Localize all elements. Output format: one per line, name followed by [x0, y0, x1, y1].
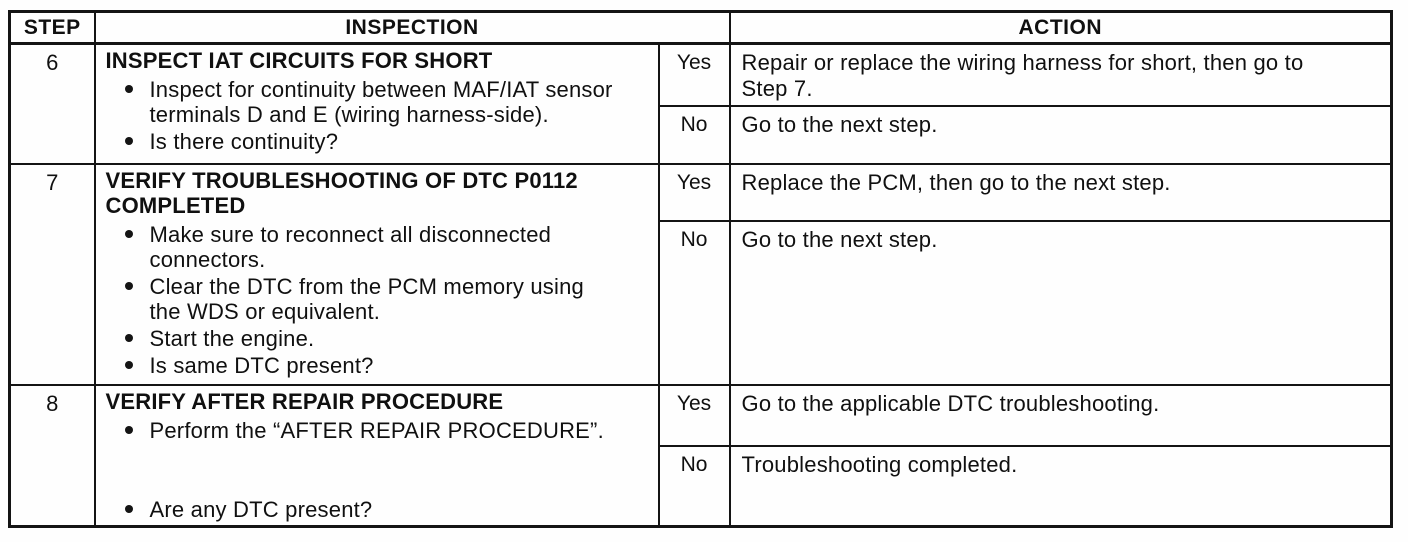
table-row: 7 VERIFY TROUBLESHOOTING OF DTC P0112 CO… [8, 162, 1393, 386]
action-no-cell: Go to the next step. [728, 104, 1393, 165]
troubleshooting-table: STEP INSPECTION ACTION 6 INSPECT IAT CIR… [8, 10, 1394, 528]
bullet-icon [124, 85, 133, 93]
bullet-text: Is same DTC present? [149, 352, 374, 378]
table-row: No Troubleshooting completed. [10, 444, 1393, 528]
inspection-cell: VERIFY AFTER REPAIR PROCEDURE Perform th… [93, 383, 660, 528]
table-row: No Go to the next step. [10, 219, 1393, 386]
bullet-item: Make sure to reconnect all disconnected … [106, 222, 652, 272]
bullet-item: Inspect for continuity between MAF/IAT s… [106, 77, 652, 127]
inspection-title: INSPECT IAT CIRCUITS FOR SHORT [105, 48, 493, 73]
bullet-text: Inspect for continuity between MAF/IAT s… [149, 77, 613, 127]
yes-cell: Yes [657, 42, 731, 107]
step-number: 6 [8, 42, 96, 165]
table-row: No Go to the next step. [10, 104, 1393, 165]
inspection-column-header: INSPECTION [93, 10, 731, 45]
bullet-text: Clear the DTC from the PCM memory using … [149, 273, 584, 324]
bullet-item: Start the engine. [106, 326, 652, 351]
bullet-icon [124, 504, 133, 513]
bullet-text: Start the engine. [149, 325, 315, 351]
action-no-cell: Troubleshooting completed. [728, 444, 1393, 528]
bullet-text: Are any DTC present? [149, 496, 373, 522]
action-yes-cell: Repair or replace the wiring harness for… [728, 42, 1393, 107]
action-column-header: ACTION [728, 10, 1393, 45]
bullet-text: Make sure to reconnect all disconnected … [149, 221, 552, 272]
bullet-list: Make sure to reconnect all disconnected … [106, 222, 652, 378]
bullet-item: Clear the DTC from the PCM memory using … [106, 274, 652, 324]
inspection-title: VERIFY TROUBLESHOOTING OF DTC P0112 COMP… [105, 167, 578, 218]
bullet-icon [124, 333, 133, 342]
bullet-icon [124, 425, 133, 434]
bullet-item: Are any DTC present? [106, 497, 652, 522]
bullet-list: Inspect for continuity between MAF/IAT s… [106, 77, 652, 154]
table-header-row: STEP INSPECTION ACTION [8, 10, 1393, 45]
action-yes-cell: Go to the applicable DTC troubleshooting… [728, 383, 1393, 447]
bullet-item: Perform the “AFTER REPAIR PROCEDURE”. [106, 418, 652, 443]
bullet-text: Is there continuity? [149, 129, 339, 154]
action-text: Repair or replace the wiring harness for… [741, 50, 1304, 101]
bullet-item: Is same DTC present? [106, 353, 652, 378]
bullet-icon [124, 229, 133, 238]
inspection-cell: VERIFY TROUBLESHOOTING OF DTC P0112 COMP… [93, 162, 660, 386]
table-row: 8 VERIFY AFTER REPAIR PROCEDURE Perform … [8, 383, 1393, 528]
yes-cell: Yes [657, 383, 731, 447]
action-text: Go to the next step. [741, 111, 938, 137]
action-text: Replace the PCM, then go to the next ste… [741, 169, 1171, 195]
bullet-icon [124, 360, 133, 369]
bullet-text: Perform the “AFTER REPAIR PROCEDURE”. [149, 417, 604, 443]
bullet-icon [124, 137, 133, 145]
yes-cell: Yes [657, 162, 731, 222]
step-number: 8 [8, 383, 96, 528]
inspection-title: VERIFY AFTER REPAIR PROCEDURE [105, 388, 504, 414]
action-text: Go to the next step. [741, 226, 938, 252]
bullet-item: Is there continuity? [106, 129, 652, 154]
no-cell: No [657, 219, 731, 386]
action-no-cell: Go to the next step. [728, 219, 1393, 386]
bullet-icon [124, 281, 133, 290]
no-cell: No [657, 444, 731, 528]
step-number: 7 [8, 162, 96, 386]
bullet-list: Perform the “AFTER REPAIR PROCEDURE”. Ar… [106, 418, 652, 522]
action-text: Go to the applicable DTC troubleshooting… [741, 390, 1160, 416]
table-row: 6 INSPECT IAT CIRCUITS FOR SHORT Inspect… [8, 42, 1393, 165]
action-yes-cell: Replace the PCM, then go to the next ste… [728, 162, 1393, 222]
inspection-cell: INSPECT IAT CIRCUITS FOR SHORT Inspect f… [93, 42, 660, 165]
step-column-header: STEP [8, 10, 96, 45]
no-cell: No [657, 104, 731, 165]
action-text: Troubleshooting completed. [741, 451, 1018, 477]
